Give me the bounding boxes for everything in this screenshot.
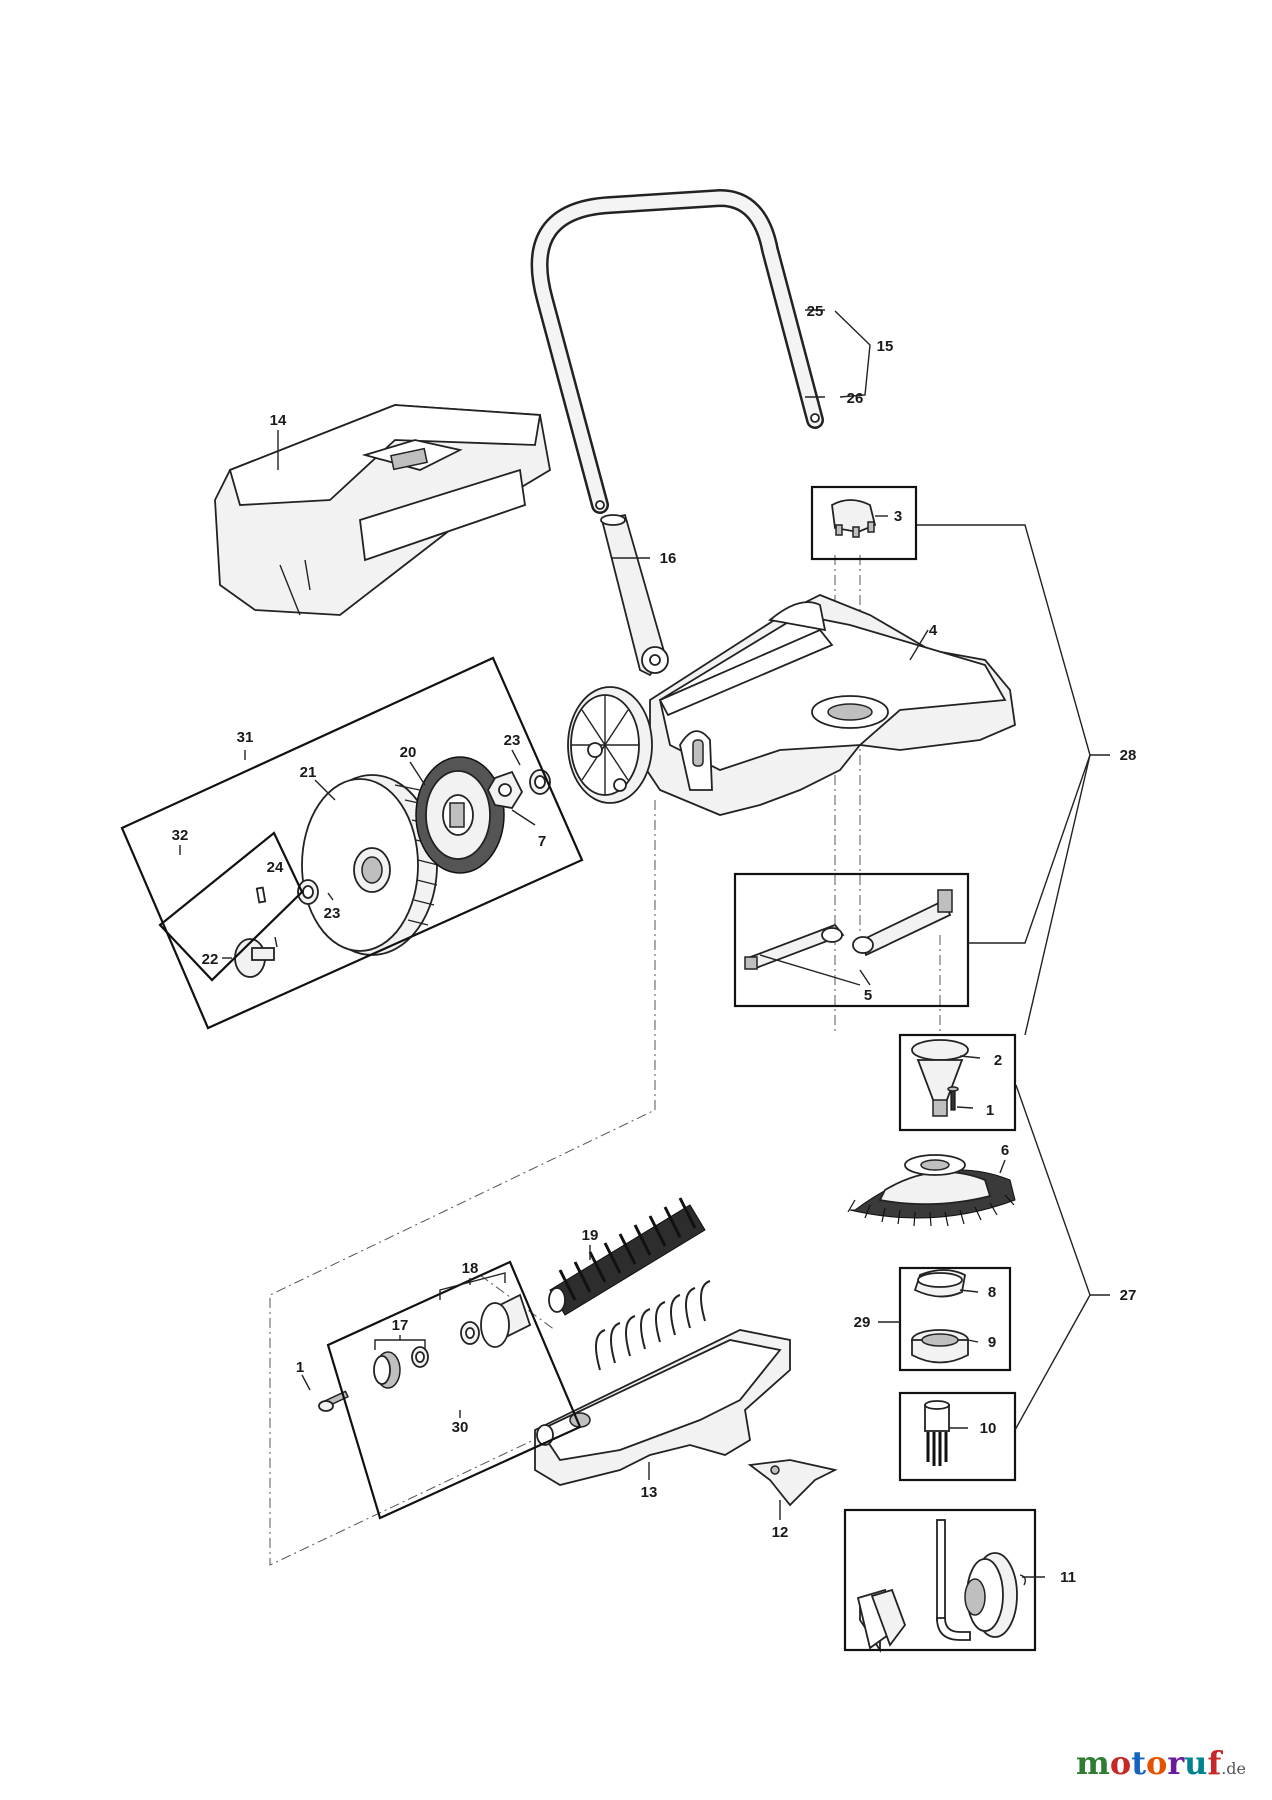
kit-box-3 [810,485,918,561]
watermark-letter: t [1131,1744,1146,1782]
kit-box-10 [898,1391,1017,1482]
label-30: 30 [452,1419,469,1436]
part-3-cap [831,499,877,538]
watermark-letter: m [1075,1744,1110,1782]
label-26: 26 [847,390,864,407]
roller-frame [534,1280,791,1486]
label-5: 5 [864,987,872,1004]
label-4: 4 [929,622,938,639]
label-23-bottom: 23 [324,905,341,922]
leader-lines [179,309,1110,1578]
label-6: 6 [1001,1142,1009,1159]
label-24: 24 [267,859,284,876]
watermark-letter: o [1109,1744,1132,1782]
brush-holder [911,1039,969,1117]
label-11: 11 [1060,1569,1076,1586]
label-13: 13 [641,1484,658,1501]
kit-box-30 [326,1260,582,1520]
label-21: 21 [300,764,317,781]
label-29: 29 [854,1314,871,1331]
label-22: 22 [202,951,219,968]
washers-23 [297,769,551,905]
label-10: 10 [980,1420,997,1437]
motoruf-watermark: motoruf.de [1076,1744,1246,1782]
wheel-assembly [301,774,439,956]
dust-container [214,404,551,616]
label-7: 7 [538,833,546,850]
kit-box-29 [898,1266,1012,1372]
label-3: 3 [894,508,902,525]
sweeper-housing [638,594,1016,816]
watermark-letter: r [1167,1744,1185,1782]
label-1-left: 1 [296,1359,304,1376]
kit-box-5 [733,872,970,1008]
label-1-right: 1 [986,1102,994,1119]
watermark-letter: f [1207,1744,1222,1782]
label-2: 2 [994,1052,1002,1069]
label-8: 8 [988,1284,996,1301]
side-brush [847,1154,1016,1227]
housing-wheel [567,686,653,804]
brush-arms [744,889,953,970]
part-7-clip [486,770,524,809]
label-25: 25 [807,303,824,320]
label-32: 32 [172,827,189,844]
label-12: 12 [772,1524,789,1541]
handle-bar [530,188,824,514]
gear-17 [373,1346,429,1389]
label-23-top: 23 [504,732,521,749]
drive-gear [415,756,505,874]
label-15: 15 [877,338,894,355]
kit-box-11 [843,1508,1037,1652]
watermark-letter: u [1184,1744,1208,1782]
label-28: 28 [1120,747,1137,764]
watermark-tld: .de [1221,1759,1246,1778]
label-19: 19 [582,1227,599,1244]
part-10-drive [924,1400,950,1466]
bearing-18 [460,1293,532,1348]
part-11-kit [856,1519,1027,1653]
part-12-bracket [747,1459,838,1507]
rings-8-9 [911,1269,969,1364]
label-9: 9 [988,1334,996,1351]
screw-1 [318,1390,349,1412]
kit-box-32 [158,831,304,982]
pin-22-24 [234,886,275,978]
label-18: 18 [462,1260,479,1277]
watermark-letter: o [1145,1744,1168,1782]
roller-brush [548,1197,706,1316]
part-labels: 25 15 26 14 16 3 4 28 31 21 20 23 7 32 2… [172,303,1137,1586]
handle-lower-tube [600,513,669,677]
label-16: 16 [660,550,677,567]
label-31: 31 [237,729,254,746]
label-20: 20 [400,744,417,761]
label-14: 14 [270,412,287,429]
label-17: 17 [392,1317,409,1334]
kit-box-2 [898,1033,1017,1132]
label-27: 27 [1120,1287,1137,1304]
kit-box-31 [120,656,584,1030]
